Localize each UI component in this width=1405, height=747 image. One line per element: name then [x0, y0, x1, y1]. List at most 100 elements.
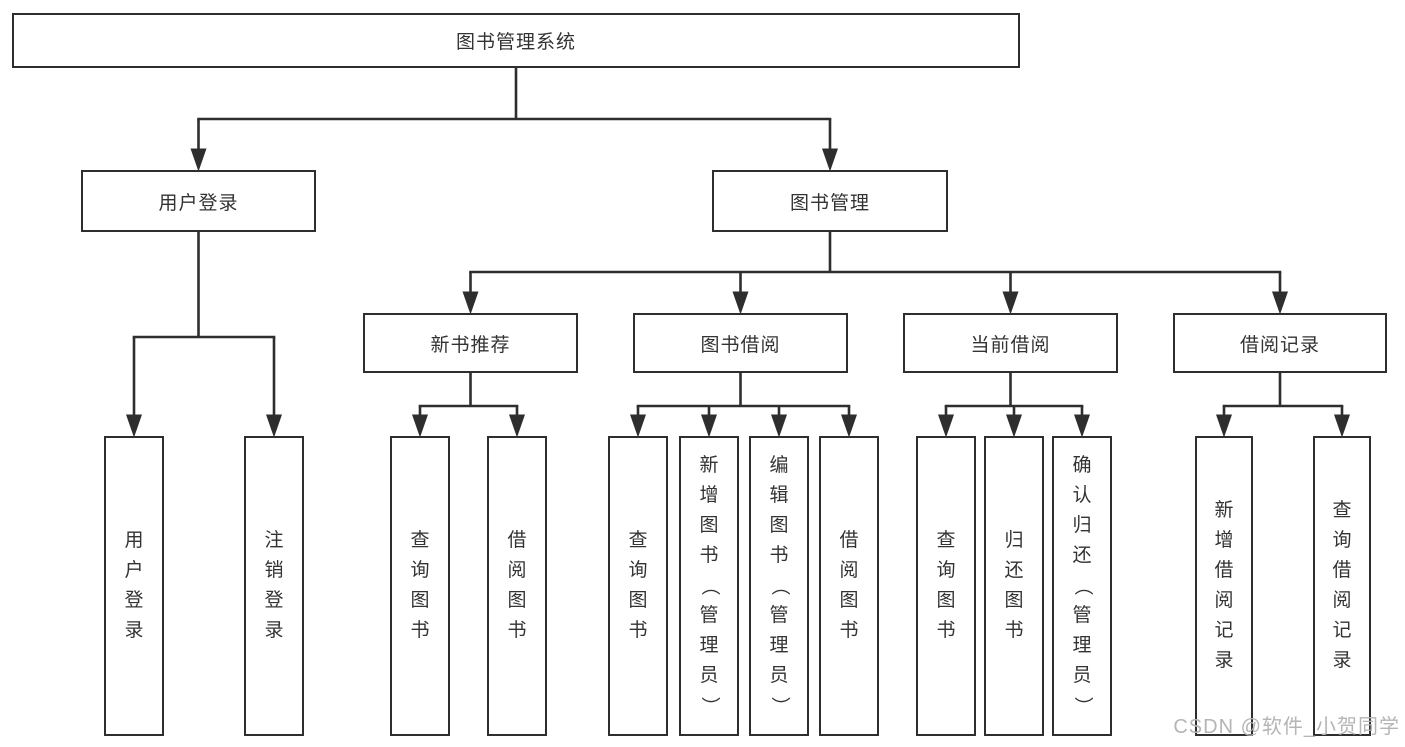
node-label-char: 询 — [410, 560, 430, 581]
node-label-char: 借 — [839, 530, 859, 551]
node-confirm-return: 确认归还（管理员） — [1052, 436, 1112, 736]
arrowhead-icon — [1334, 414, 1350, 438]
node-label-char: 查 — [410, 530, 430, 551]
node-label-char: 新 — [699, 455, 719, 476]
node-query-borrow-record: 查询借阅记录 — [1313, 436, 1371, 736]
node-label-char: 书 — [1004, 620, 1024, 641]
node-system: 图书管理系统 — [12, 13, 1020, 68]
arrowhead-icon — [701, 414, 717, 438]
arrowhead-icon — [771, 414, 787, 438]
node-label-char: 理 — [699, 635, 719, 656]
node-borrow-books-2: 借阅图书 — [819, 436, 879, 736]
node-label-char: ） — [769, 696, 790, 716]
node-book-borrow: 图书借阅 — [633, 313, 848, 373]
node-label-char: 员 — [769, 665, 789, 686]
node-label-char: 编 — [769, 455, 789, 476]
node-label-char: （ — [1072, 576, 1093, 596]
node-label-char: 图 — [1004, 590, 1024, 611]
node-label-char: 辑 — [769, 485, 789, 506]
node-label-char: 查 — [1332, 500, 1352, 521]
node-label-char: 图 — [410, 590, 430, 611]
node-label-char: 认 — [1072, 485, 1092, 506]
node-label-char: 查 — [628, 530, 648, 551]
arrowhead-icon — [1272, 291, 1288, 315]
arrowhead-icon — [1074, 414, 1090, 438]
node-label-char: 记 — [1214, 620, 1234, 641]
arrowhead-icon — [938, 414, 954, 438]
node-label-char: 借 — [1332, 560, 1352, 581]
node-label-char: 阅 — [507, 560, 527, 581]
node-label-char: 书 — [839, 620, 859, 641]
node-label-char: 还 — [1072, 545, 1092, 566]
node-label: 图书管理系统 — [455, 32, 576, 53]
node-label-char: 用 — [124, 530, 144, 551]
arrowhead-icon — [266, 414, 282, 438]
node-label-char: 图 — [769, 515, 789, 536]
node-current-borrow: 当前借阅 — [903, 313, 1118, 373]
node-label: 图书借阅 — [700, 334, 781, 356]
node-label-char: 阅 — [839, 560, 859, 581]
node-label-char: 录 — [264, 620, 284, 641]
arrowhead-icon — [190, 148, 207, 172]
arrowhead-icon — [1216, 414, 1232, 438]
node-label-char: 录 — [1332, 650, 1352, 671]
node-label-char: （ — [699, 576, 720, 596]
node-label-char: 记 — [1332, 620, 1352, 641]
node-book-mgmt: 图书管理 — [712, 170, 948, 232]
node-logout: 注销登录 — [244, 436, 304, 736]
node-query-books-2: 查询图书 — [608, 436, 668, 736]
node-label-char: 图 — [507, 590, 527, 611]
node-label-char: 阅 — [1214, 590, 1234, 611]
node-borrow-records: 借阅记录 — [1173, 313, 1387, 373]
arrowhead-icon — [841, 414, 857, 438]
node-label: 新书推荐 — [430, 334, 511, 356]
arrowhead-icon — [1002, 291, 1019, 315]
arrowhead-icon — [732, 291, 749, 315]
node-label-char: 借 — [1214, 560, 1234, 581]
watermark: CSDN @软件_小贺同学 — [1173, 716, 1400, 738]
node-label-char: 图 — [936, 590, 956, 611]
node-label-char: 书 — [769, 545, 789, 566]
node-label-char: 员 — [699, 665, 719, 686]
node-label: 图书管理 — [789, 192, 870, 214]
node-label-char: 登 — [124, 590, 144, 611]
node-new-book-rec: 新书推荐 — [363, 313, 578, 373]
node-label-char: （ — [769, 576, 790, 596]
node-label-char: 销 — [264, 560, 284, 581]
arrowhead-icon — [1006, 414, 1022, 438]
arrowhead-icon — [822, 148, 838, 172]
node-edit-books: 编辑图书（管理员） — [749, 436, 809, 736]
node-label-char: 图 — [699, 515, 719, 536]
node-label: 借阅记录 — [1239, 334, 1320, 356]
node-borrow-books-1: 借阅图书 — [487, 436, 547, 736]
arrowhead-icon — [126, 414, 142, 438]
node-user-login-group: 用户登录 — [81, 170, 316, 232]
node-label-char: 图 — [628, 590, 648, 611]
node-label-char: 阅 — [1332, 590, 1352, 611]
node-label-char: 管 — [769, 605, 789, 626]
node-label-char: 询 — [936, 560, 956, 581]
node-label-char: 录 — [1214, 650, 1234, 671]
node-add-borrow-record: 新增借阅记录 — [1195, 436, 1253, 736]
node-label: 用户登录 — [158, 192, 239, 214]
node-query-books-3: 查询图书 — [916, 436, 976, 736]
arrowhead-icon — [630, 414, 646, 438]
node-label-char: 询 — [1332, 530, 1352, 551]
node-return-books: 归还图书 — [984, 436, 1044, 736]
node-label-char: 管 — [699, 605, 719, 626]
node-label-char: 增 — [699, 485, 719, 506]
node-label-char: 注 — [264, 530, 284, 551]
node-label-char: 理 — [1072, 635, 1092, 656]
node-label-char: 图 — [839, 590, 859, 611]
node-label-char: 管 — [1072, 605, 1092, 626]
node-label-char: 书 — [410, 620, 430, 641]
arrowhead-icon — [412, 414, 428, 438]
node-label-char: 新 — [1214, 500, 1234, 521]
node-user-login: 用户登录 — [104, 436, 164, 736]
node-label-char: 员 — [1072, 665, 1092, 686]
node-label-char: 书 — [936, 620, 956, 641]
node-label-char: 录 — [124, 620, 144, 641]
node-label-char: 增 — [1214, 530, 1234, 551]
node-query-books-1: 查询图书 — [390, 436, 450, 736]
